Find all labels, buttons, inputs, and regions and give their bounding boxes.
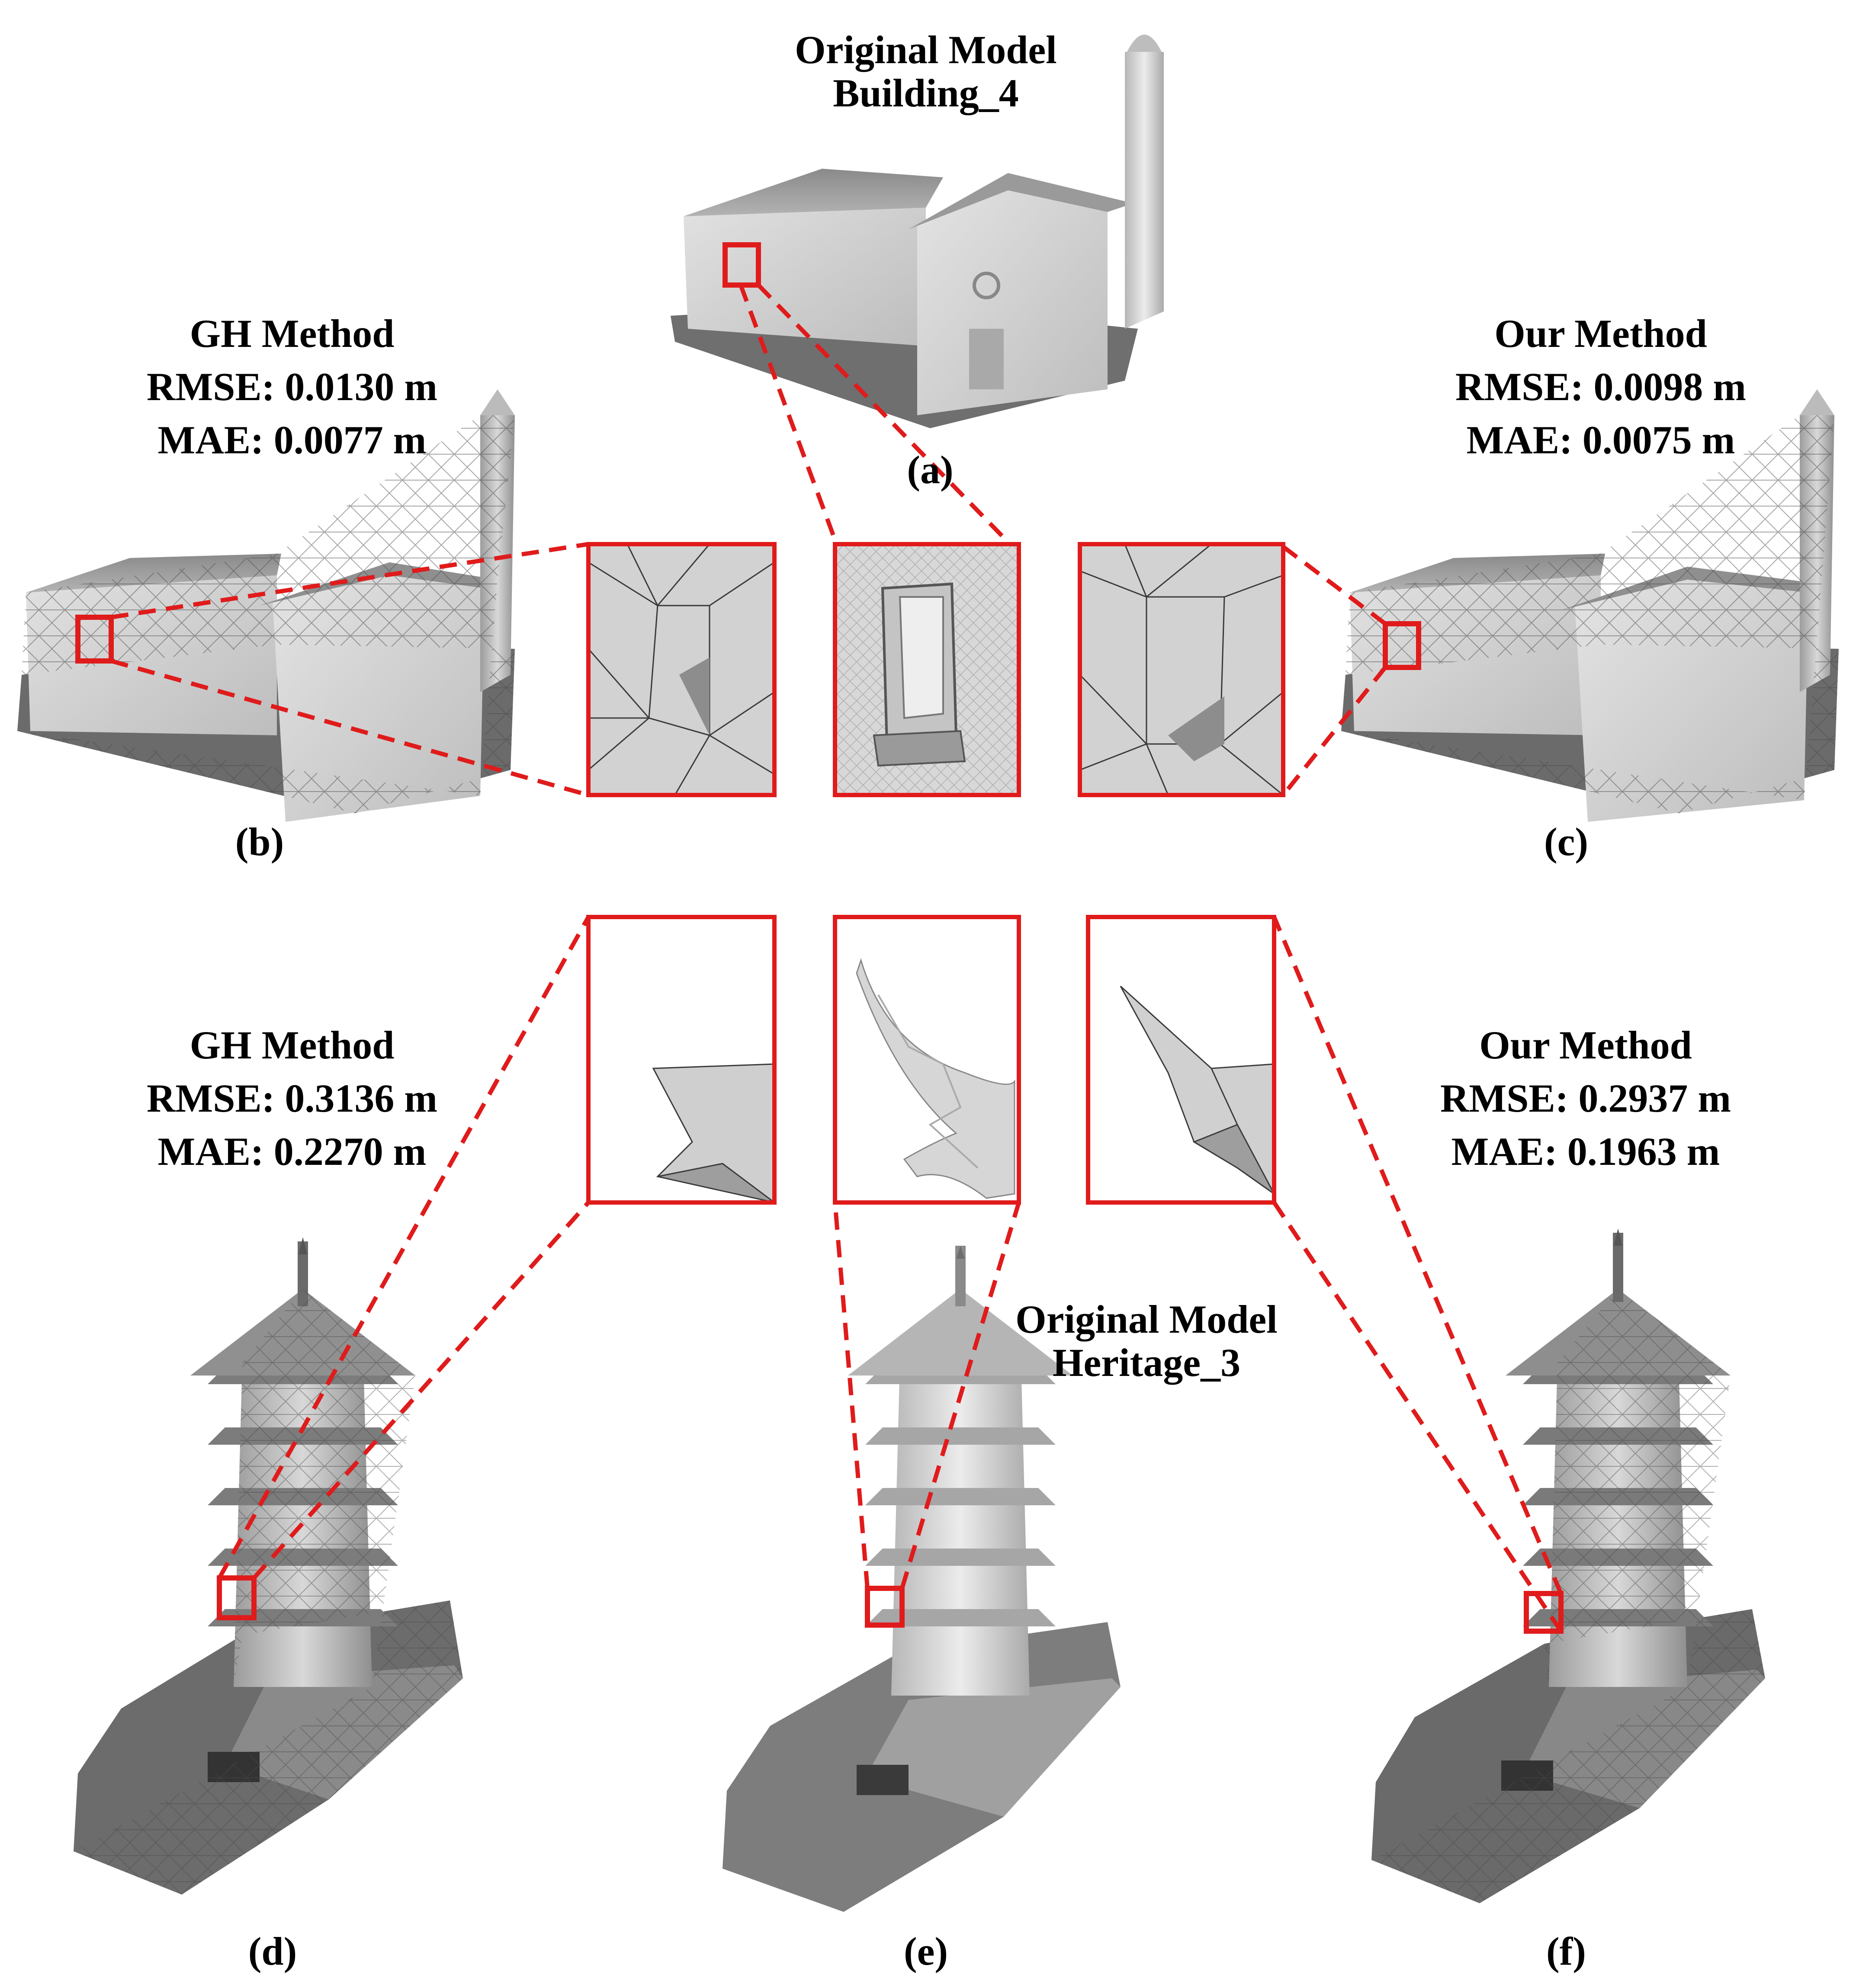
label-b: (b) (235, 820, 284, 864)
label-a: (a) (907, 448, 954, 492)
original-name: Heritage_3 (1052, 1340, 1241, 1385)
pagoda-original-model (722, 1246, 1121, 1912)
zoom-lines-e (833, 1202, 1021, 1589)
ours-rmse: RMSE: 0.2937 m (1440, 1076, 1731, 1120)
zoom-lines-c (1281, 545, 1387, 797)
pagoda-gh-model (74, 1237, 463, 1895)
gh-mae: MAE: 0.0077 m (157, 418, 427, 462)
original-name: Building_4 (833, 71, 1019, 115)
original-title: Original Model (1015, 1297, 1278, 1341)
label-f: (f) (1546, 1929, 1586, 1973)
title-ours-building: Our Method RMSE: 0.0098 m MAE: 0.0075 m (1374, 307, 1828, 467)
title-original-pagoda: Original Model Heritage_3 (973, 1298, 1320, 1384)
building-gh-model (17, 389, 515, 822)
bell-tower-dome (1127, 35, 1162, 52)
highlight-box (865, 1586, 905, 1628)
highlight-box (75, 615, 114, 664)
zoom-panel-top-gh (586, 542, 777, 797)
rose-window (973, 272, 1000, 299)
church-facade (917, 182, 1108, 415)
zoom-panel-top-original (833, 542, 1021, 797)
left-wing (684, 182, 926, 346)
ours-mae: MAE: 0.0075 m (1466, 418, 1735, 462)
zoom-lines-d (217, 916, 591, 1580)
ours-rmse: RMSE: 0.0098 m (1455, 365, 1747, 409)
original-title: Original Model (795, 28, 1057, 72)
gh-title: GH Method (189, 311, 395, 356)
title-ours-pagoda: Our Method RMSE: 0.2937 m MAE: 0.1963 m (1358, 1019, 1813, 1178)
zoom-lines-b (110, 542, 589, 797)
zoom-panel-top-ours (1078, 542, 1285, 797)
bell-tower (1125, 52, 1164, 329)
highlight-box (217, 1575, 257, 1620)
ours-mae: MAE: 0.1963 m (1451, 1129, 1720, 1174)
title-original-building: Original Model Building_4 (688, 28, 1164, 115)
title-gh-building: GH Method RMSE: 0.0130 m MAE: 0.0077 m (65, 307, 519, 467)
mesh-overlay (1341, 415, 1839, 813)
zoom-panel-bottom-original (833, 915, 1021, 1205)
zoom-panel-bottom-gh (586, 915, 777, 1205)
church-roof (909, 173, 1134, 229)
gh-rmse: RMSE: 0.0130 m (146, 365, 438, 409)
church-door (969, 329, 1004, 389)
title-gh-pagoda: GH Method RMSE: 0.3136 m MAE: 0.2270 m (65, 1019, 519, 1178)
zoom-lines-a (739, 283, 1008, 542)
label-c: (c) (1544, 820, 1589, 864)
bell-tower-top (480, 389, 515, 415)
gh-rmse: RMSE: 0.3136 m (146, 1076, 438, 1120)
left-roof (684, 169, 943, 216)
mesh-overlay (17, 415, 515, 813)
zoom-panel-bottom-ours (1086, 915, 1276, 1205)
pagoda-ours-model (1371, 1228, 1765, 1903)
label-d: (d) (248, 1929, 297, 1973)
gh-title: GH Method (189, 1023, 395, 1067)
bell-tower-top (1800, 389, 1834, 415)
ours-title: Our Method (1494, 311, 1707, 356)
label-e: (e) (903, 1929, 948, 1973)
gh-mae: MAE: 0.2270 m (157, 1129, 427, 1174)
highlight-box (1524, 1591, 1564, 1634)
highlight-box (1383, 621, 1421, 670)
building-ours-model (1341, 389, 1839, 822)
building-original-model (671, 35, 1164, 428)
ours-title: Our Method (1479, 1023, 1692, 1067)
zoom-lines-f (1272, 916, 1563, 1632)
